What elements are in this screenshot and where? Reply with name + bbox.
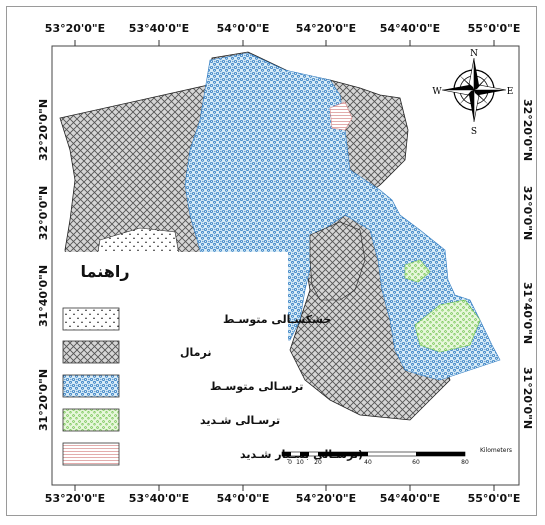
right-latitude-labels: 32°20'0"N 32°0'0"N 31°40'0"N 31°20'0"N bbox=[521, 99, 534, 429]
lat-label-left-2: 32°0'0"N bbox=[37, 186, 50, 240]
region-severe-wet-small bbox=[404, 259, 431, 283]
legend-label-moderate-drought: خشکسـالی متوسـط bbox=[223, 313, 331, 326]
lat-label-right-4: 31°20'0"N bbox=[521, 367, 534, 429]
left-latitude-labels: 32°20'0"N 32°0'0"N 31°40'0"N 31°20'0"N bbox=[37, 99, 50, 431]
lon-label-bottom-4: 54°20'0"E bbox=[296, 492, 356, 505]
compass-n: N bbox=[470, 49, 478, 59]
region-normal-inlay bbox=[309, 221, 366, 301]
lat-label-right-3: 31°40'0"N bbox=[521, 282, 534, 344]
scale-bar: 0 10 20 40 60 80 Kilometers bbox=[281, 447, 512, 466]
lat-label-left-4: 31°20'0"N bbox=[37, 369, 50, 431]
compass-rose-icon: N S E W bbox=[432, 49, 513, 137]
lon-label-bottom-5: 54°40'0"E bbox=[380, 492, 440, 505]
legend-swatch-normal bbox=[62, 340, 120, 364]
lon-label-top-2: 53°40'0"E bbox=[129, 22, 189, 35]
legend-background bbox=[58, 252, 288, 480]
bottom-longitude-labels: 53°20'0"E 53°40'0"E 54°0'0"E 54°20'0"E 5… bbox=[45, 492, 521, 505]
lon-label-top-4: 54°20'0"E bbox=[296, 22, 356, 35]
legend-label-moderate-wet: ترسـالی متوسـط bbox=[210, 380, 303, 393]
legend-swatch-moderate-wet bbox=[62, 374, 120, 398]
legend-swatch-very-severe-wet bbox=[62, 442, 120, 466]
legend-label-severe-wet: ترسـالی شـدید bbox=[200, 414, 280, 427]
top-longitude-labels: 53°20'0"E 53°40'0"E 54°0'0"E 54°20'0"E 5… bbox=[45, 22, 521, 35]
scale-tick-0: 0 bbox=[288, 459, 292, 466]
lat-label-left-3: 31°40'0"N bbox=[37, 265, 50, 327]
graticule-ticks bbox=[74, 40, 495, 491]
scale-tick-60: 60 bbox=[412, 459, 420, 466]
lat-label-right-2: 32°0'0"N bbox=[521, 186, 534, 240]
scale-tick-20: 20 bbox=[314, 459, 322, 466]
lon-label-top-6: 55°0'0"E bbox=[468, 22, 521, 35]
lat-label-left-1: 32°20'0"N bbox=[37, 99, 50, 161]
lon-label-bottom-1: 53°20'0"E bbox=[45, 492, 105, 505]
scale-tick-40: 40 bbox=[364, 459, 372, 466]
lon-label-bottom-2: 53°40'0"E bbox=[129, 492, 189, 505]
lon-label-top-3: 54°0'0"E bbox=[217, 22, 270, 35]
legend-title: راهنما bbox=[80, 262, 129, 281]
region-severe-wet bbox=[414, 299, 481, 353]
lon-label-top-1: 53°20'0"E bbox=[45, 22, 105, 35]
legend-swatch-severe-wet bbox=[62, 408, 120, 432]
lon-label-top-5: 54°40'0"E bbox=[380, 22, 440, 35]
region-very-severe-wet bbox=[329, 101, 353, 131]
legend-swatch-moderate-drought bbox=[62, 307, 120, 331]
map-frame bbox=[6, 6, 537, 516]
scale-tick-80: 80 bbox=[461, 459, 469, 466]
compass-s: S bbox=[471, 127, 477, 137]
legend: خشکسـالی متوسـط نرمال ترسـالی متوسـط ترس… bbox=[62, 307, 363, 466]
compass-w: W bbox=[432, 87, 442, 97]
map-border bbox=[51, 45, 520, 486]
lon-label-bottom-3: 54°0'0"E bbox=[217, 492, 270, 505]
compass-e: E bbox=[507, 87, 514, 97]
lat-label-right-1: 32°20'0"N bbox=[521, 99, 534, 161]
scale-unit: Kilometers bbox=[480, 447, 512, 454]
scale-tick-10: 10 bbox=[296, 459, 304, 466]
lon-label-bottom-6: 55°0'0"E bbox=[468, 492, 521, 505]
legend-label-normal: نرمال bbox=[180, 346, 211, 359]
